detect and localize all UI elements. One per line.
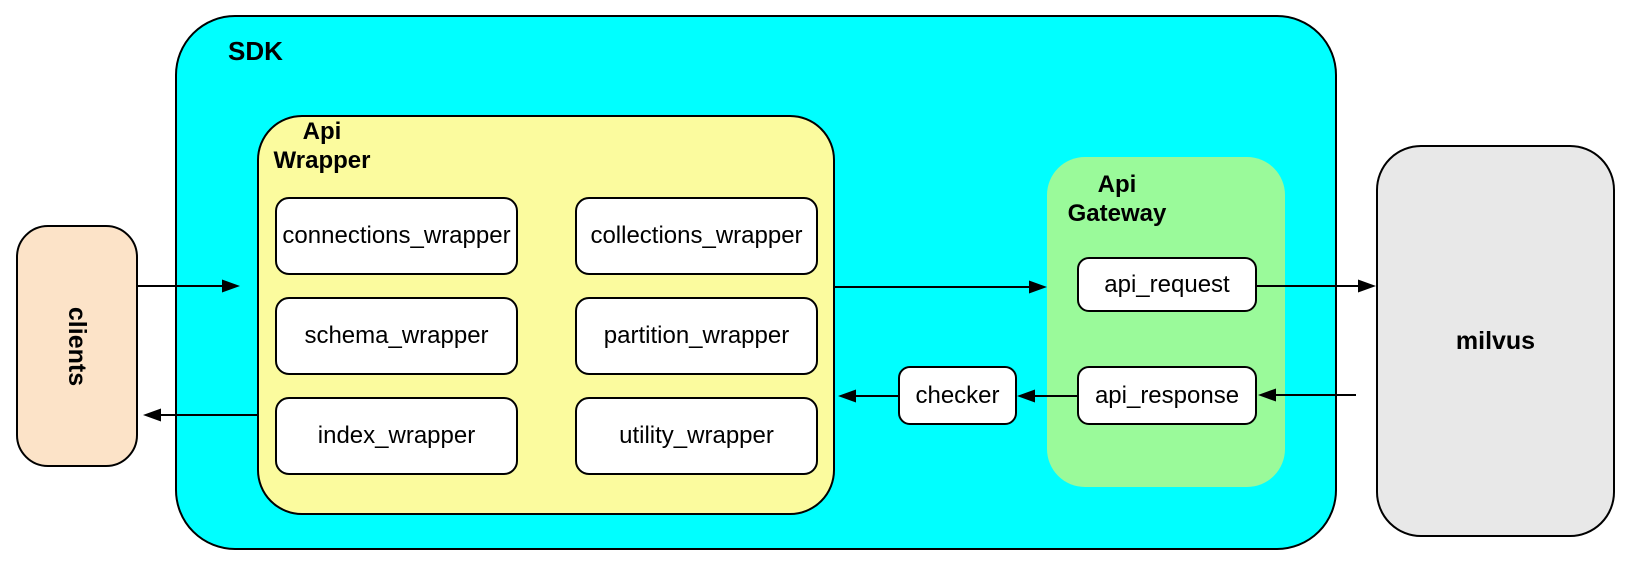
schema-wrapper-node: schema_wrapper — [275, 297, 518, 375]
clients-node: clients — [16, 225, 138, 467]
api-gateway-container — [1047, 157, 1285, 487]
clients-label: clients — [63, 306, 92, 386]
milvus-node: milvus — [1376, 145, 1615, 537]
checker-node: checker — [898, 366, 1017, 425]
index-wrapper-node: index_wrapper — [275, 397, 518, 475]
sdk-label: SDK — [228, 36, 283, 66]
partition-wrapper-node: partition_wrapper — [575, 297, 818, 375]
connections-wrapper-node: connections_wrapper — [275, 197, 518, 275]
api-wrapper-label: Api Wrapper — [273, 118, 371, 174]
milvus-label: milvus — [1455, 326, 1536, 355]
collections-wrapper-node: collections_wrapper — [575, 197, 818, 275]
api-gateway-label: Api Gateway — [1067, 171, 1167, 227]
api-response-node: api_response — [1077, 366, 1257, 425]
utility-wrapper-node: utility_wrapper — [575, 397, 818, 475]
api-request-node: api_request — [1077, 257, 1257, 312]
